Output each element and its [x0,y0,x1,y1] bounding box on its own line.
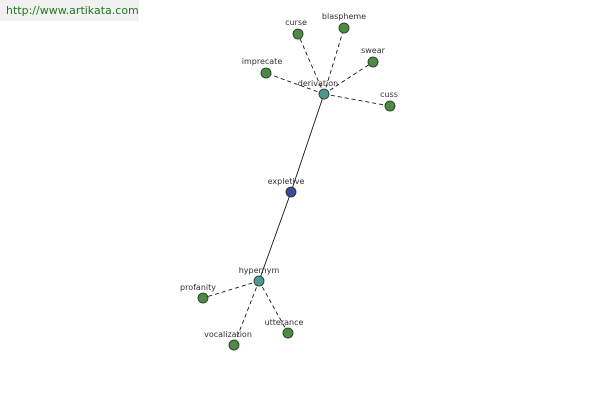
watermark-url: http://www.artikata.com [0,0,139,21]
node-vocalization-label: vocalization [204,330,252,339]
node-utterance-dot[interactable] [282,327,294,339]
node-derivation-label: derivation [298,79,338,88]
node-imprecate-label: imprecate [242,57,283,66]
node-vocalization-dot[interactable] [228,339,240,351]
node-hypernym-label: hypernym [239,266,280,275]
node-hypernym[interactable]: hypernym [239,266,280,287]
node-utterance-label: utterance [265,318,304,327]
node-profanity-label: profanity [180,283,216,292]
node-profanity-dot[interactable] [197,292,209,304]
node-expletive-label: expletive [268,177,305,186]
node-utterance[interactable]: utterance [265,318,304,339]
edge-expletive-hypernym [258,191,292,282]
node-curse-label: curse [285,18,307,27]
node-blaspheme-dot[interactable] [338,22,350,34]
node-cuss[interactable]: cuss [380,90,398,112]
node-curse[interactable]: curse [285,18,307,40]
node-hypernym-dot[interactable] [253,275,265,287]
edge-derivation-imprecate [265,72,325,95]
node-blaspheme[interactable]: blaspheme [322,12,366,34]
node-expletive-dot[interactable] [285,186,297,198]
node-layer: expletive derivation hypernym curse blasphem… [180,12,398,351]
node-swear-dot[interactable] [367,56,379,68]
node-cuss-label: cuss [380,90,398,99]
edge-derivation-curse [297,33,325,95]
node-vocalization[interactable]: vocalization [204,330,252,351]
edge-derivation-swear [323,61,374,95]
node-blaspheme-label: blaspheme [322,12,366,21]
node-imprecate-dot[interactable] [260,67,272,79]
node-derivation-dot[interactable] [318,88,330,100]
node-curse-dot[interactable] [292,28,304,40]
node-imprecate[interactable]: imprecate [242,57,283,79]
node-cuss-dot[interactable] [384,100,396,112]
node-swear[interactable]: swear [361,46,386,68]
edge-hypernym-vocalization [233,280,260,346]
node-expletive[interactable]: expletive [268,177,305,198]
edge-hypernym-utterance [258,280,289,334]
edge-expletive-derivation [290,93,325,193]
node-derivation[interactable]: derivation [298,79,338,100]
edge-derivation-blaspheme [323,27,345,95]
edge-layer [202,27,391,346]
edge-hypernym-profanity [202,280,260,299]
node-swear-label: swear [361,46,386,55]
node-profanity[interactable]: profanity [180,283,216,304]
